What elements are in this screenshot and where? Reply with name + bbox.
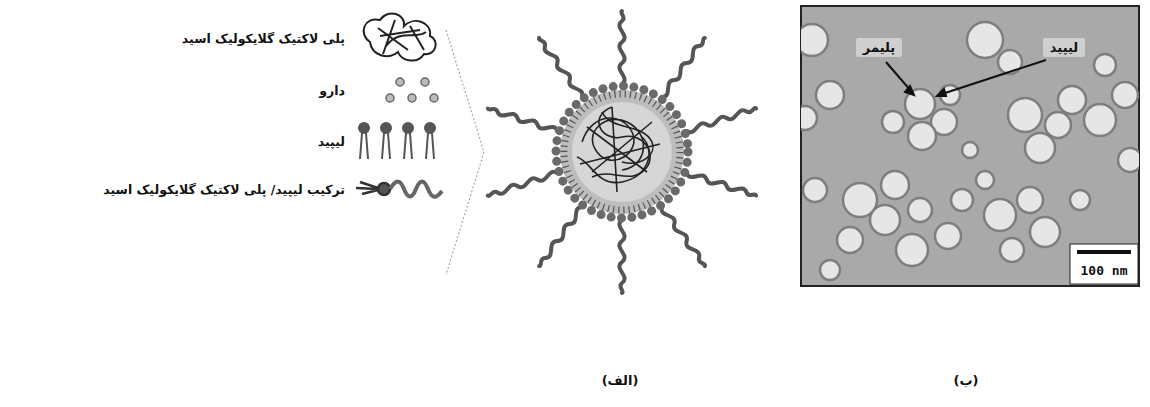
panel-label: (الف) [602,373,639,388]
nanoparticle [487,11,757,293]
legend-text: پلی لاکتیک گلایکولیک اسید [182,31,345,46]
drug-icon [386,78,438,102]
scale-bar-label: 100 nm [1081,263,1128,278]
legend-text: لیپید [318,134,345,149]
guide-lines [446,30,484,275]
callout-label: لیپید [1043,38,1085,57]
lipid-icon [359,123,435,159]
panel-label: (ب) [954,373,979,388]
polymer-icon [364,13,436,60]
lipid-polymer-icon [356,182,442,197]
legend-text: دارو [319,83,345,98]
callout-label: پلیمر [856,38,902,57]
tem-micrograph [793,6,1142,286]
legend-text: ترکیب لیپید/ پلی لاکتیک گلایکولیک اسید [103,182,345,197]
